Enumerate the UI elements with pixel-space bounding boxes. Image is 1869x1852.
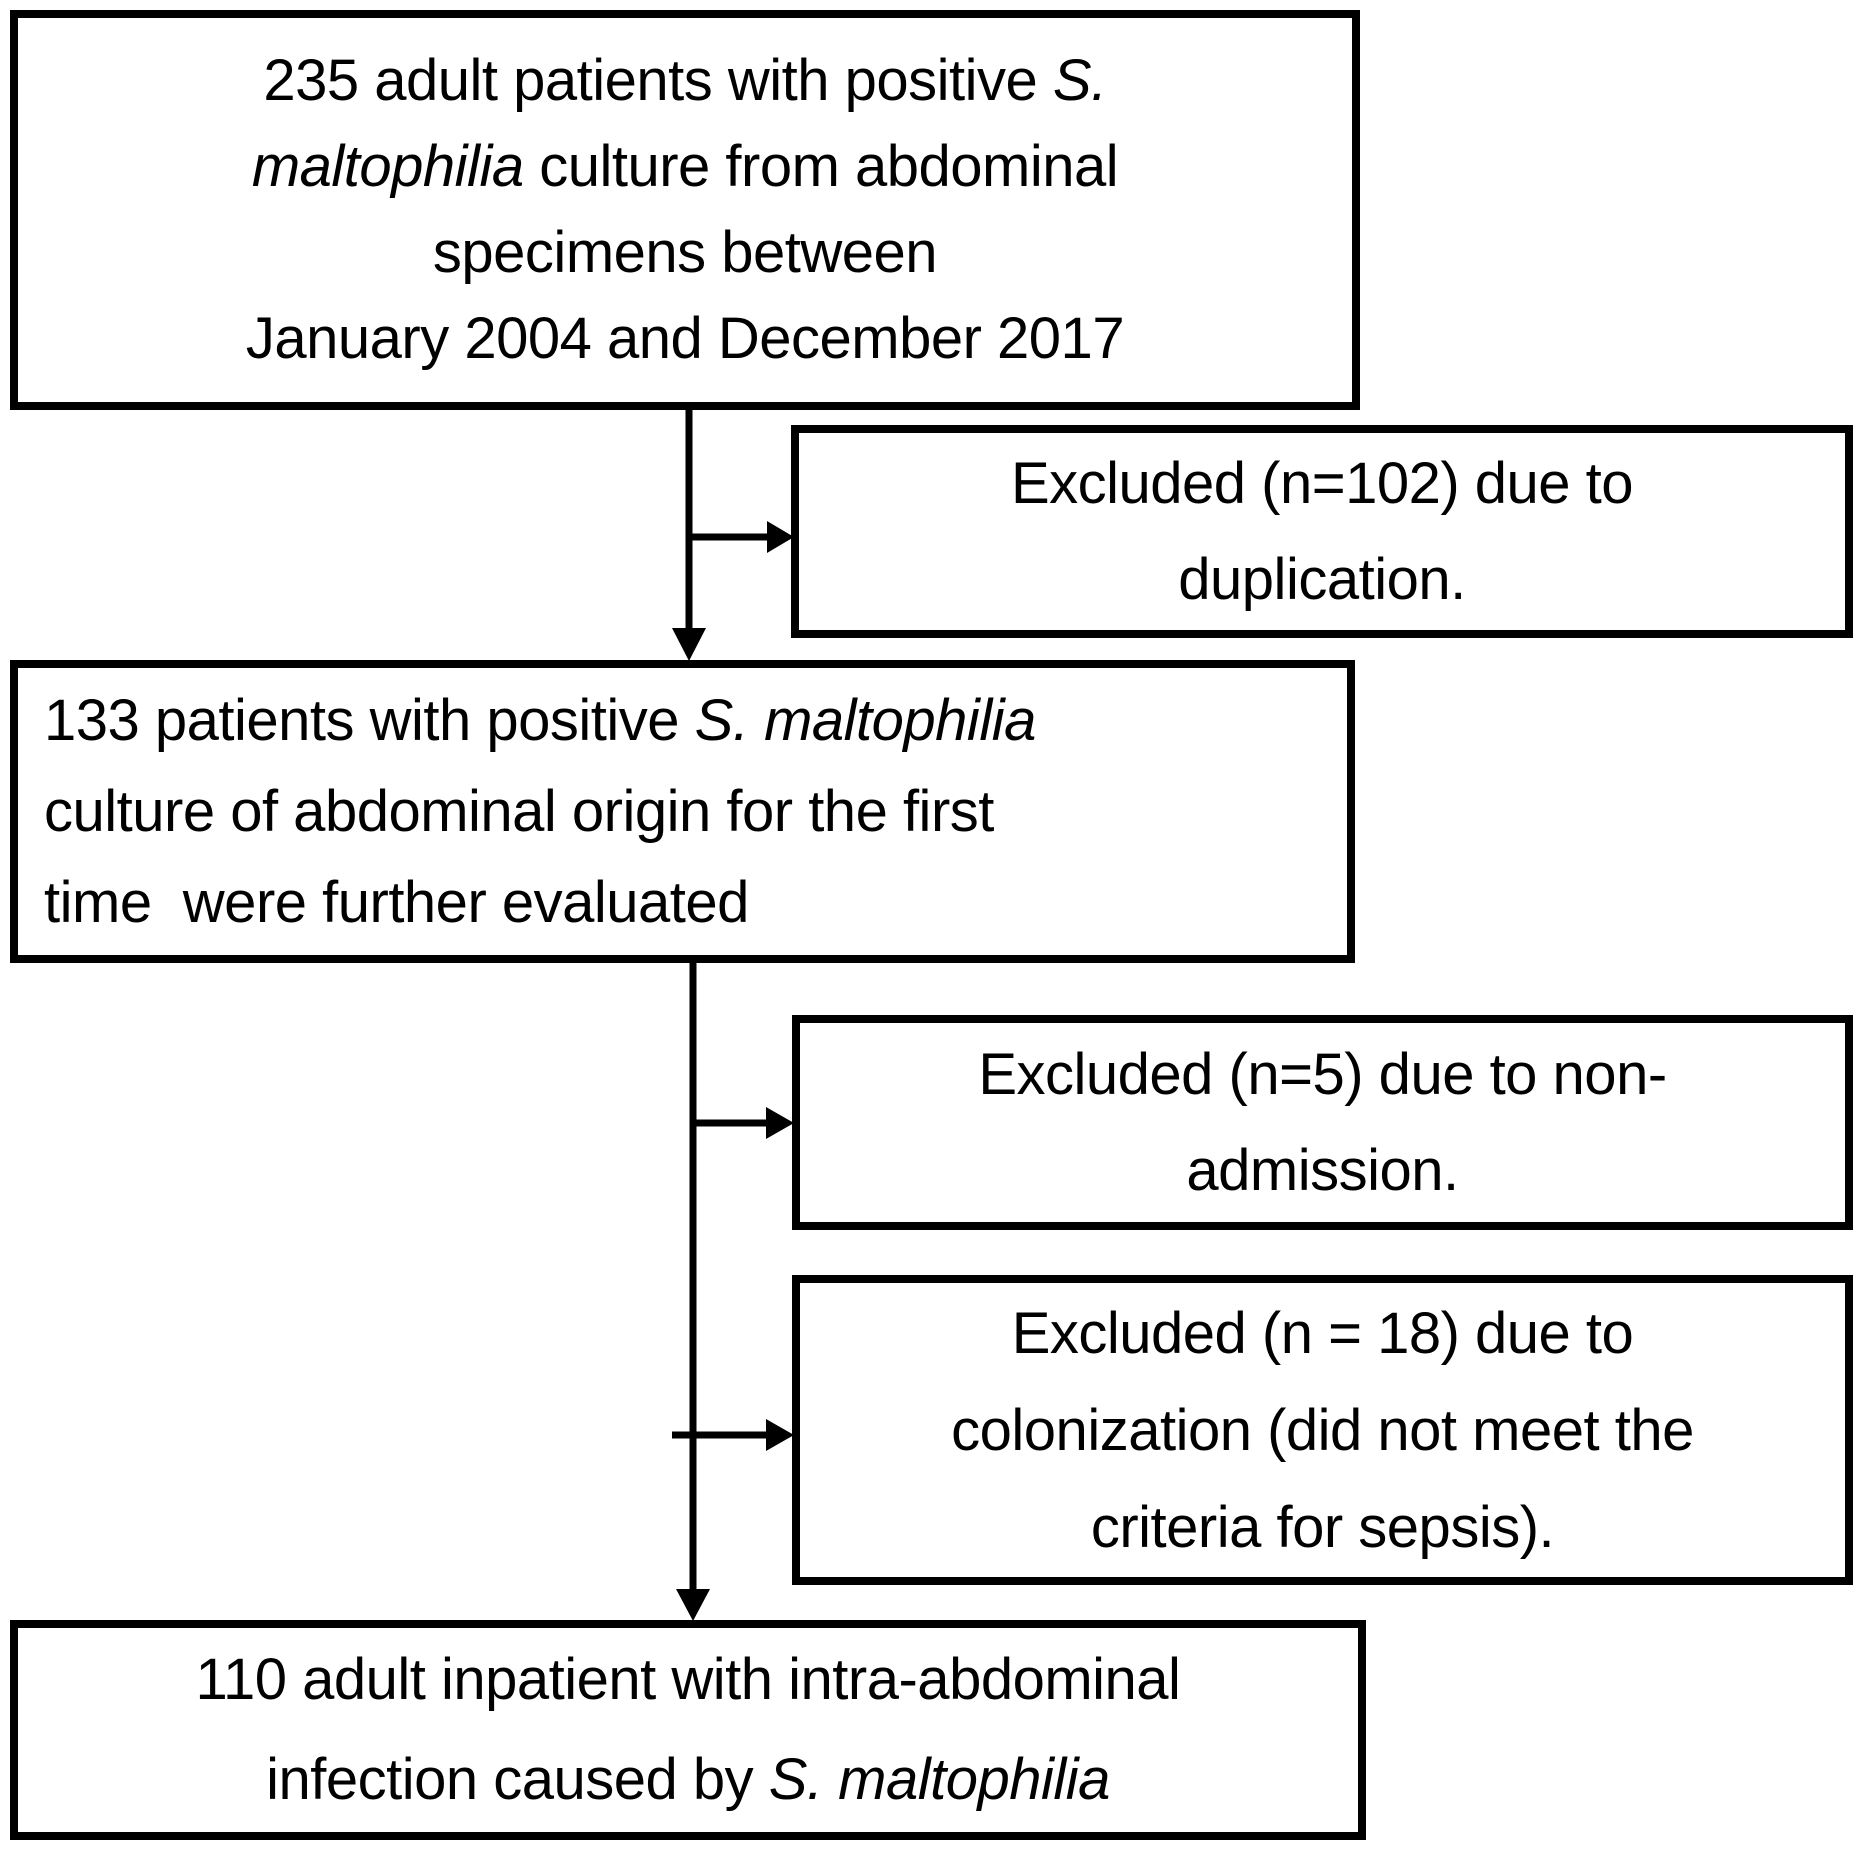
text-line: Excluded (n=5) due to non- <box>814 1027 1831 1123</box>
text-run: time were further evaluated <box>44 870 749 935</box>
italic-text-run: S. <box>1052 48 1107 113</box>
flow-box-excluded-non-admission: Excluded (n=5) due to non-admission. <box>792 1015 1853 1230</box>
flow-box-evaluated-cohort: 133 patients with positive S. maltophili… <box>10 660 1355 963</box>
text-run: colonization (did not meet the <box>951 1397 1694 1463</box>
text-run: 110 adult inpatient with intra-abdominal <box>195 1647 1181 1712</box>
flow-box-excluded-colonization: Excluded (n = 18) due to colonization (di… <box>792 1275 1853 1585</box>
text-line: duplication. <box>813 532 1831 628</box>
text-line: Excluded (n = 18) due to <box>814 1285 1831 1382</box>
text-line: infection caused by S. maltophilia <box>32 1730 1344 1830</box>
text-line: culture of abdominal origin for the firs… <box>44 766 1333 857</box>
text-line: 235 adult patients with positive S. <box>32 38 1338 124</box>
text-run: admission. <box>1186 1137 1459 1203</box>
text-line: Excluded (n=102) due to <box>813 436 1831 532</box>
connector-initial-to-evaluated <box>672 408 706 661</box>
text-line: January 2004 and December 2017 <box>32 296 1338 382</box>
text-run: duplication. <box>1178 546 1466 612</box>
text-run: Excluded (n=102) due to <box>1010 450 1634 516</box>
text-run: criteria for sepsis). <box>1090 1494 1555 1560</box>
text-run: 235 adult patients with positive <box>263 48 1053 113</box>
text-run: January 2004 and December 2017 <box>245 306 1125 371</box>
italic-text-run: S. maltophilia <box>694 688 1037 753</box>
text-line: maltophilia culture from abdominal <box>32 124 1338 210</box>
italic-text-run: S. maltophilia <box>768 1747 1111 1812</box>
text-line: colonization (did not meet the <box>814 1382 1831 1479</box>
text-line: time were further evaluated <box>44 857 1333 948</box>
text-line: 133 patients with positive S. maltophili… <box>44 675 1333 766</box>
text-run: culture of abdominal origin for the firs… <box>44 779 994 844</box>
text-run: Excluded (n=5) due to non- <box>978 1041 1667 1107</box>
connector-branch-excluded-duplication <box>689 521 794 553</box>
connector-branch-excluded-non-admission <box>693 1107 794 1139</box>
flow-box-initial-cohort: 235 adult patients with positive S.malto… <box>10 10 1360 410</box>
text-line: specimens between <box>32 210 1338 296</box>
text-line: admission. <box>814 1123 1831 1219</box>
text-run: specimens between <box>432 220 938 285</box>
text-run: culture from abdominal <box>523 134 1119 199</box>
italic-text-run: maltophilia <box>251 134 524 199</box>
text-run: Excluded (n = 18) due to <box>1011 1300 1634 1366</box>
flow-box-excluded-duplication: Excluded (n=102) due to duplication. <box>791 425 1853 638</box>
text-run: 133 patients with positive <box>44 688 695 753</box>
connector-branch-excluded-colonization <box>672 1419 794 1451</box>
flow-box-final-cohort: 110 adult inpatient with intra-abdominal… <box>10 1620 1366 1840</box>
text-line: 110 adult inpatient with intra-abdominal <box>32 1630 1344 1730</box>
text-line: criteria for sepsis). <box>814 1479 1831 1576</box>
text-run: infection caused by <box>266 1747 769 1812</box>
connector-evaluated-to-final <box>676 963 710 1621</box>
